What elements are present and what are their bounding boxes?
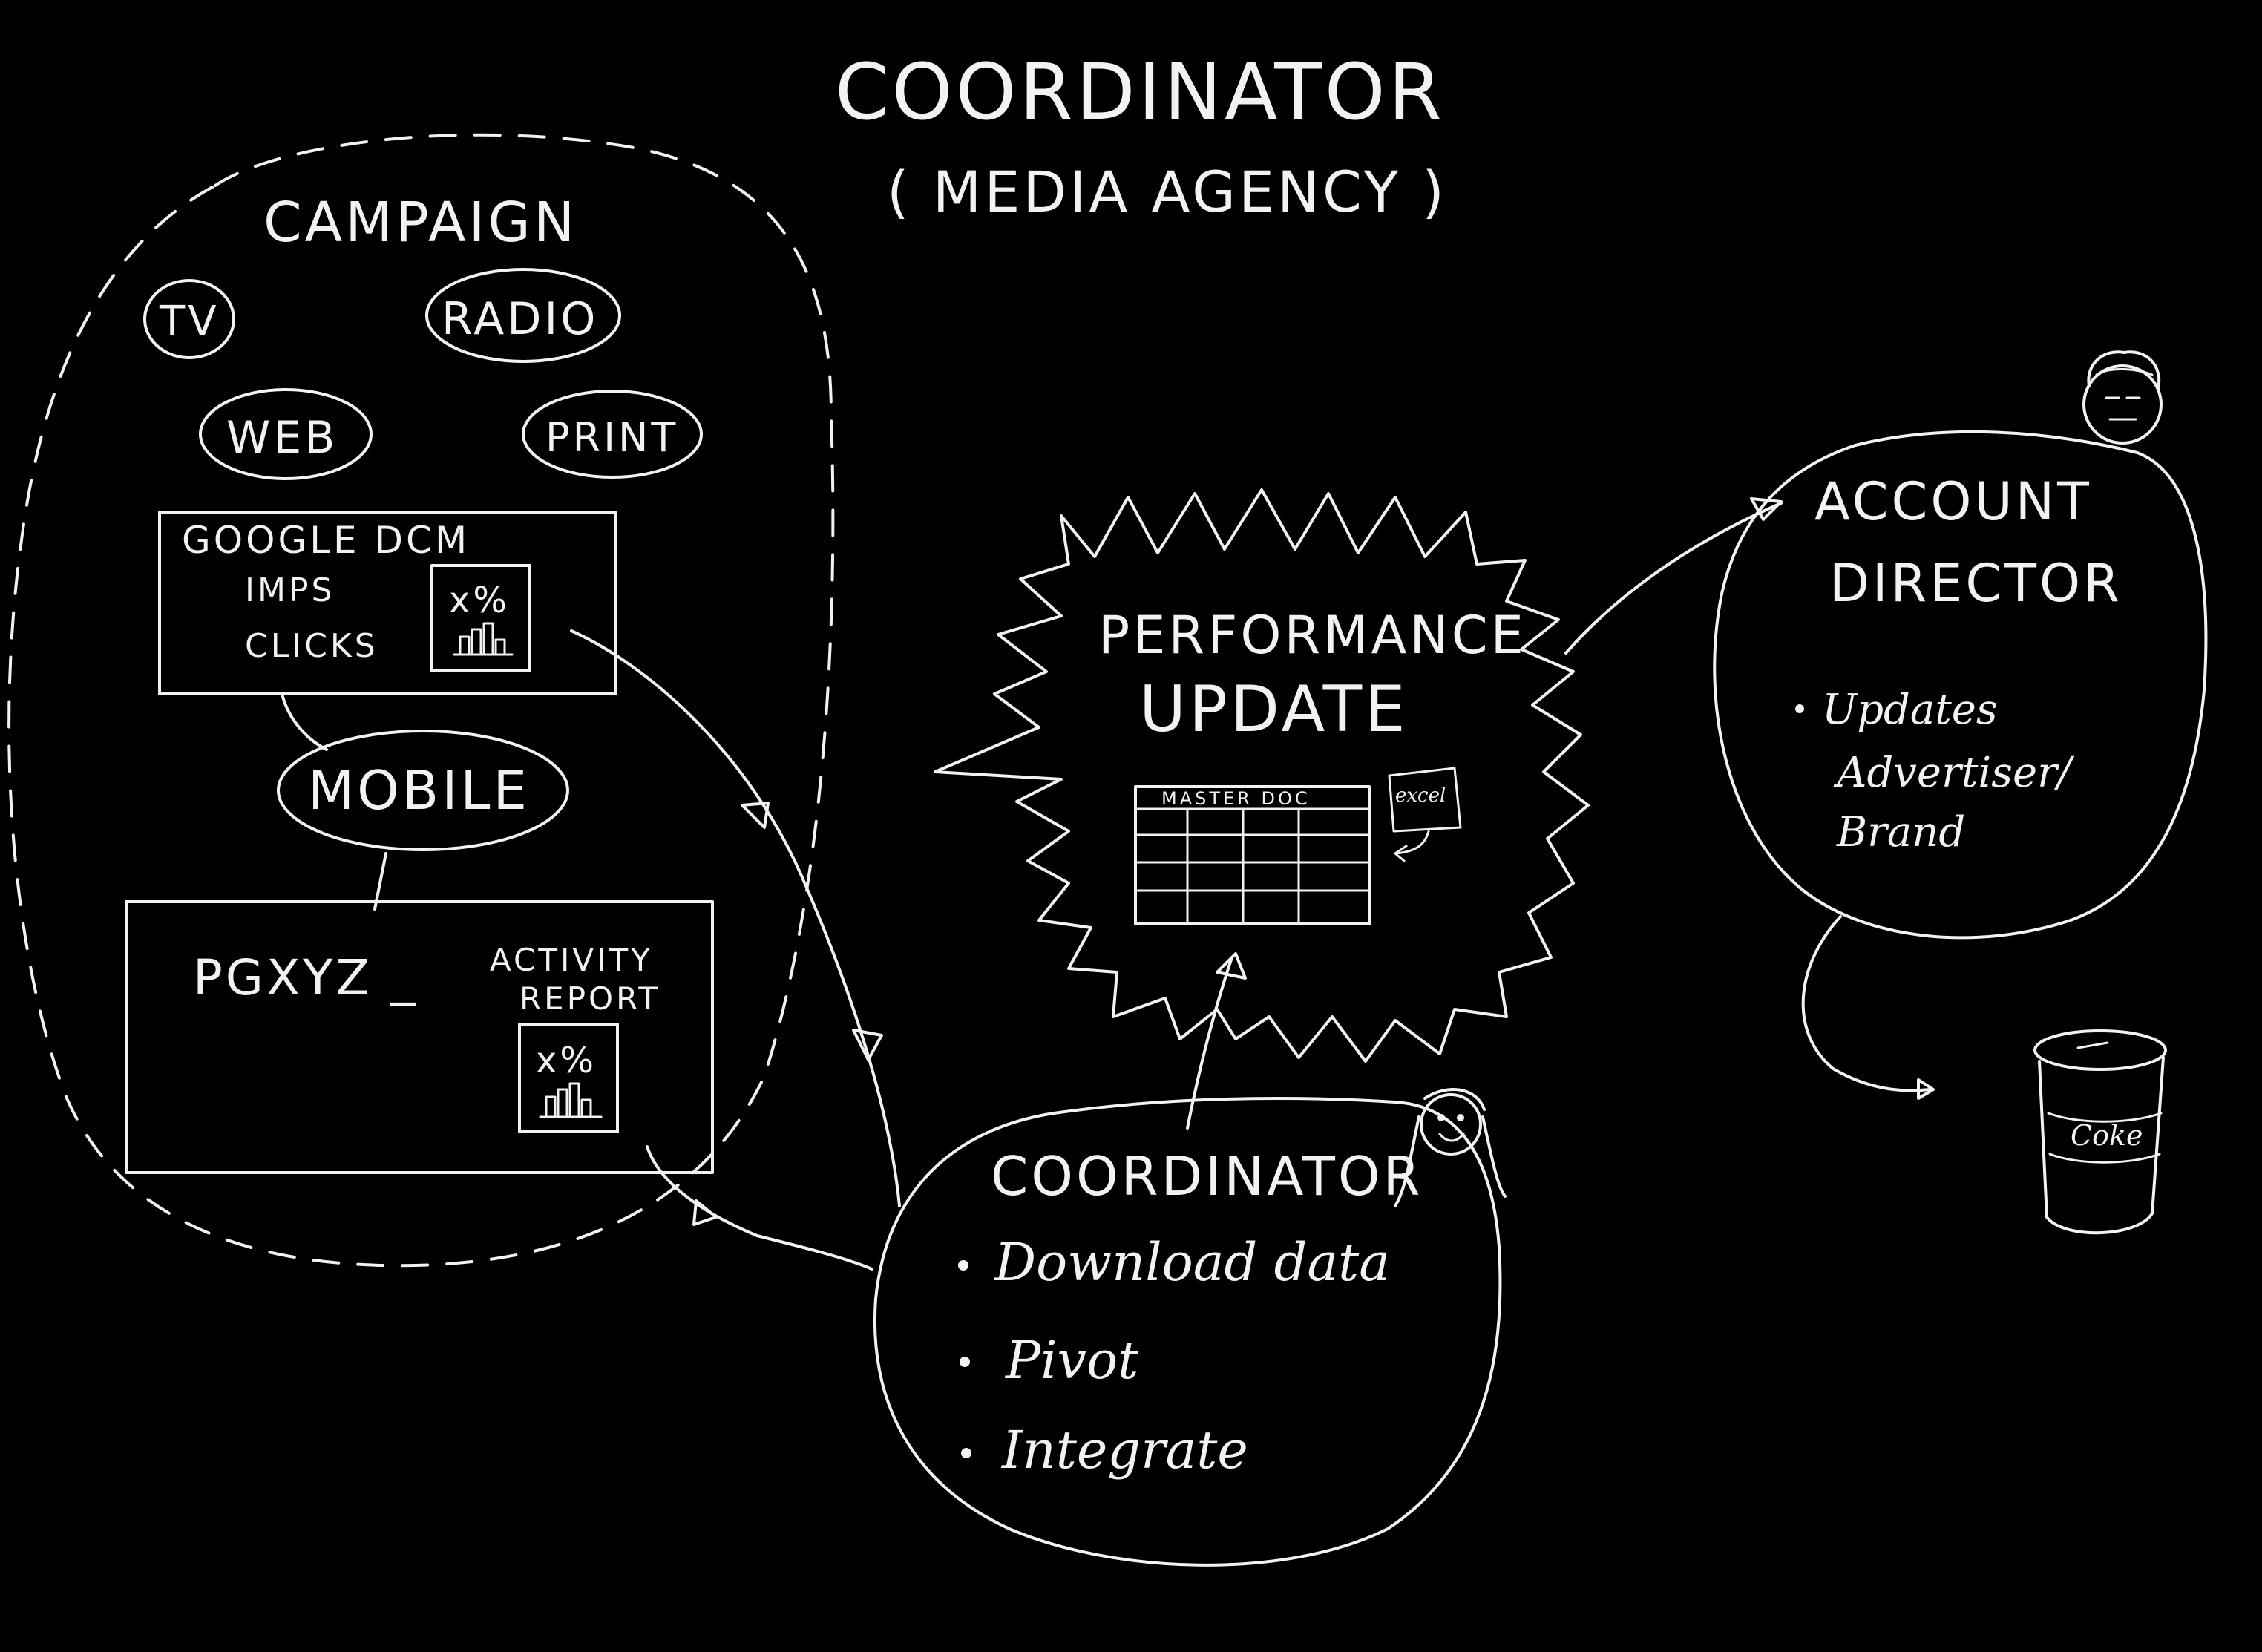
dcm-to-mobile-line (281, 692, 328, 751)
performance-update-title-1: PERFORMANCE (1098, 605, 1527, 666)
google-dcm-title: GOOGLE DCM (182, 519, 470, 562)
mobile-to-pgxyz-line (373, 852, 387, 911)
account-director-to-brand-arrow (1801, 915, 1931, 1092)
bullet-icon (1795, 704, 1804, 713)
pgxyz-name: PGXYZ _ (193, 949, 419, 1006)
excel-label: excel (1395, 784, 1446, 807)
google-dcm-metric-clicks: CLICKS (245, 627, 378, 665)
channel-tv-label: TV (159, 298, 220, 346)
channel-print-bubble (522, 390, 703, 479)
performance-update-title-2: UPDATE (1139, 672, 1409, 747)
page-subtitle: ( MEDIA AGENCY ) (887, 159, 1447, 225)
pgxyz-report-thumbnail (518, 1023, 619, 1133)
channel-print-label: PRINT (545, 414, 678, 461)
master-doc-label: MASTER DOC (1161, 788, 1311, 809)
google-dcm-metric-imps: IMPS (245, 571, 335, 609)
bullet-icon (961, 1448, 971, 1458)
pgxyz-report-title-1: ACTIVITY (490, 942, 653, 978)
account-director-bubble (1713, 430, 2208, 940)
mobile-bubble (277, 730, 569, 851)
dcm-to-coordinator-arrow (570, 629, 901, 1207)
mobile-label: MOBILE (308, 759, 530, 822)
channel-web-label: WEB (226, 412, 338, 464)
channel-tv-bubble (143, 279, 235, 359)
coordinator-task-2: Pivot (1004, 1330, 1139, 1391)
coordinator-avatar-icon (1394, 1088, 1507, 1207)
account-director-task-3: Brand (1836, 808, 1965, 856)
page-title: COORDINATOR (835, 47, 1445, 137)
account-director-avatar-icon (2082, 350, 2163, 445)
master-doc-spreadsheet (1134, 785, 1371, 925)
channel-radio-label: RADIO (442, 293, 598, 345)
coordinator-bubble (873, 1097, 1502, 1567)
arrowhead (1216, 952, 1247, 980)
account-director-title-2: DIRECTOR (1829, 553, 2122, 614)
channel-radio-bubble (425, 268, 621, 363)
bullet-icon (960, 1357, 970, 1367)
arrowhead (1917, 1078, 1935, 1100)
campaign-label: CAMPAIGN (263, 191, 577, 255)
campaign-boundary (7, 133, 835, 1268)
google-dcm-box (158, 511, 617, 695)
arrowhead (741, 802, 770, 829)
coordinator-label: COORDINATOR (991, 1145, 1423, 1207)
bullet-icon (958, 1260, 968, 1271)
coordinator-task-3: Integrate (1000, 1420, 1248, 1481)
google-dcm-report-thumbnail (430, 564, 531, 672)
google-dcm-report-glyph: x% (449, 580, 510, 621)
pgxyz-report-glyph: x% (536, 1040, 597, 1081)
coordinator-task-1: Download data (993, 1232, 1390, 1293)
bar-chart-icon (453, 622, 514, 656)
excel-file-icon (1388, 767, 1462, 862)
brand-can-label: Coke (2071, 1119, 2143, 1152)
channel-web-bubble (199, 388, 373, 480)
account-director-title-1: ACCOUNT (1814, 471, 2092, 532)
performance-to-account-director-arrow (1564, 502, 1783, 655)
account-director-task-2: Advertiser/ (1833, 749, 2075, 797)
bar-chart-icon (539, 1082, 603, 1118)
pgxyz-to-coordinator-arrow (646, 1145, 873, 1271)
arrowhead (692, 1199, 718, 1226)
account-director-task-1: Updates (1822, 686, 1998, 734)
pgxyz-box (125, 900, 714, 1174)
performance-update-burst (934, 488, 1590, 1063)
arrowhead (852, 1029, 883, 1061)
coke-can-icon (2033, 1029, 2167, 1235)
coordinator-to-performance-arrow (1186, 956, 1233, 1130)
pgxyz-report-title-2: REPORT (519, 980, 660, 1017)
